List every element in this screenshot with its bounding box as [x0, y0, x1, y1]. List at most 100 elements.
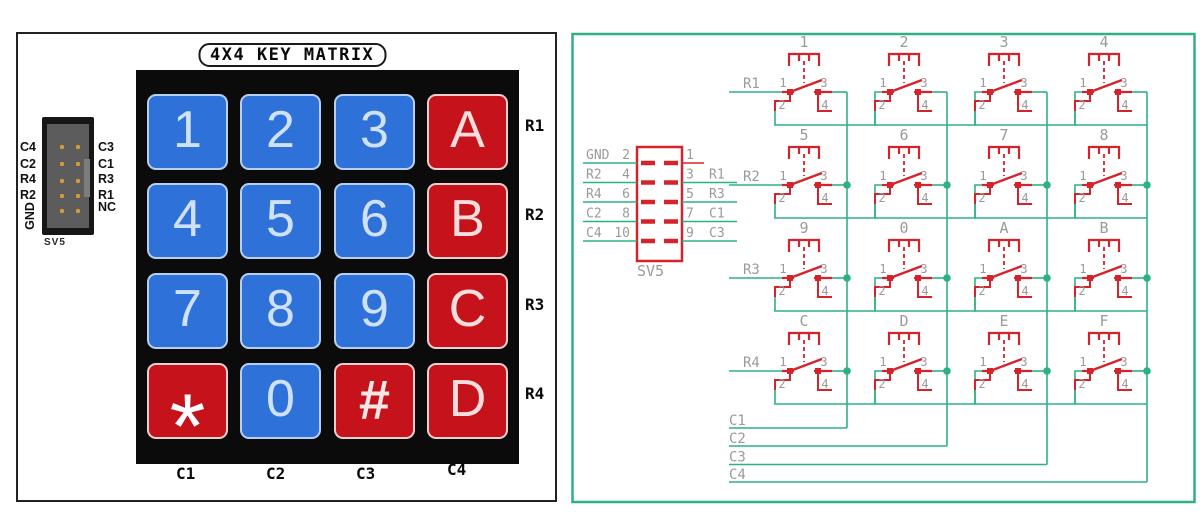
- key-3: 3: [334, 94, 415, 170]
- row-loop-wire: [774, 91, 890, 126]
- col-label-c2: C2: [266, 464, 286, 483]
- contact: [1115, 182, 1121, 188]
- row-net-label: R4: [743, 355, 760, 371]
- pin2-hook: [1074, 372, 1091, 390]
- row-label-r3: R3: [525, 295, 545, 314]
- contact: [1115, 89, 1121, 95]
- connector-pin-label: C3: [98, 140, 114, 154]
- pin-dot: [76, 179, 80, 183]
- pin2-hook: [1074, 186, 1091, 204]
- contact: [915, 89, 921, 95]
- pin4-hook: [1017, 93, 1032, 112]
- key-star: *: [147, 363, 228, 478]
- pin-number: 1: [1079, 76, 1086, 90]
- pin2-hook: [874, 93, 891, 111]
- pin-number: 1: [879, 355, 886, 369]
- pin-number: 3: [820, 76, 827, 90]
- row-loop-wire: [974, 184, 1090, 219]
- contact: [887, 368, 893, 374]
- switch-lever: [889, 264, 923, 280]
- row-loop-wire: [874, 370, 990, 405]
- pin-dot: [76, 162, 80, 166]
- pin2-hook: [874, 372, 891, 390]
- key-7: 7: [147, 273, 228, 349]
- junction-dot: [843, 367, 851, 375]
- row-loop-wire: [974, 277, 1090, 312]
- contact: [815, 182, 821, 188]
- pin-number: 2: [778, 98, 785, 112]
- pin-number: 2: [878, 98, 885, 112]
- pin4-hook: [1117, 279, 1132, 298]
- column-net-label: C4: [729, 467, 746, 483]
- pin4-hook: [917, 372, 932, 391]
- pin-number: 4: [1021, 377, 1028, 391]
- switch-name: D: [899, 312, 908, 330]
- button-cap: [987, 331, 1021, 345]
- button-cap: [887, 52, 921, 66]
- pin2-hook: [874, 279, 891, 297]
- pin-number: 3: [1020, 76, 1027, 90]
- pin-number: 4: [622, 168, 630, 183]
- junction-dot: [1143, 181, 1151, 189]
- pin4-hook: [817, 186, 832, 205]
- panel-title: 4X4 KEY MATRIX: [198, 43, 387, 67]
- pin-number: 1: [686, 148, 694, 163]
- contact: [1087, 182, 1093, 188]
- pin-number: 8: [622, 207, 630, 222]
- pin4-hook: [1017, 372, 1032, 391]
- pin-number: 2: [1078, 377, 1085, 391]
- button-cap: [1087, 52, 1121, 66]
- button-cap: [787, 238, 821, 252]
- pin-number: 2: [878, 377, 885, 391]
- net-label: C3: [709, 226, 725, 241]
- button-cap: [787, 52, 821, 66]
- switch-lever: [889, 171, 923, 187]
- pin-dot: [60, 162, 64, 166]
- switch-lever: [789, 264, 823, 280]
- junction-dot: [843, 181, 851, 189]
- switch-name: A: [999, 219, 1008, 237]
- pin-number: 1: [979, 169, 986, 183]
- button-cap: [1087, 238, 1121, 252]
- contact: [1015, 368, 1021, 374]
- pin-number: 2: [978, 98, 985, 112]
- switch-name: 0: [899, 219, 908, 237]
- switch-lever: [989, 78, 1023, 94]
- pin-number: 3: [1120, 76, 1127, 90]
- pin-number: 3: [686, 168, 694, 183]
- connector-key-notch: [84, 159, 90, 197]
- contact: [787, 89, 793, 95]
- pin-number: 2: [778, 191, 785, 205]
- switch-name: B: [1099, 219, 1108, 237]
- col-label-c1: C1: [176, 464, 196, 483]
- contact: [1115, 275, 1121, 281]
- net-label: GND: [586, 148, 610, 163]
- pin-number: 1: [779, 262, 786, 276]
- pin-number: 4: [1121, 377, 1128, 391]
- pin-number: 5: [686, 187, 694, 202]
- schematic-border: [571, 32, 1196, 504]
- contact: [887, 182, 893, 188]
- row-loop-wire: [974, 91, 1090, 126]
- contact: [1087, 89, 1093, 95]
- pin2-hook: [1074, 279, 1091, 297]
- pin4-hook: [917, 93, 932, 112]
- switch-lever: [789, 171, 823, 187]
- pin-dot: [60, 145, 64, 149]
- junction-dot: [1143, 274, 1151, 282]
- pin-number: 3: [920, 76, 927, 90]
- pin2-hook: [874, 186, 891, 204]
- pin-number: 1: [1079, 262, 1086, 276]
- junction-dot: [1143, 367, 1151, 375]
- pin-dot: [60, 209, 64, 213]
